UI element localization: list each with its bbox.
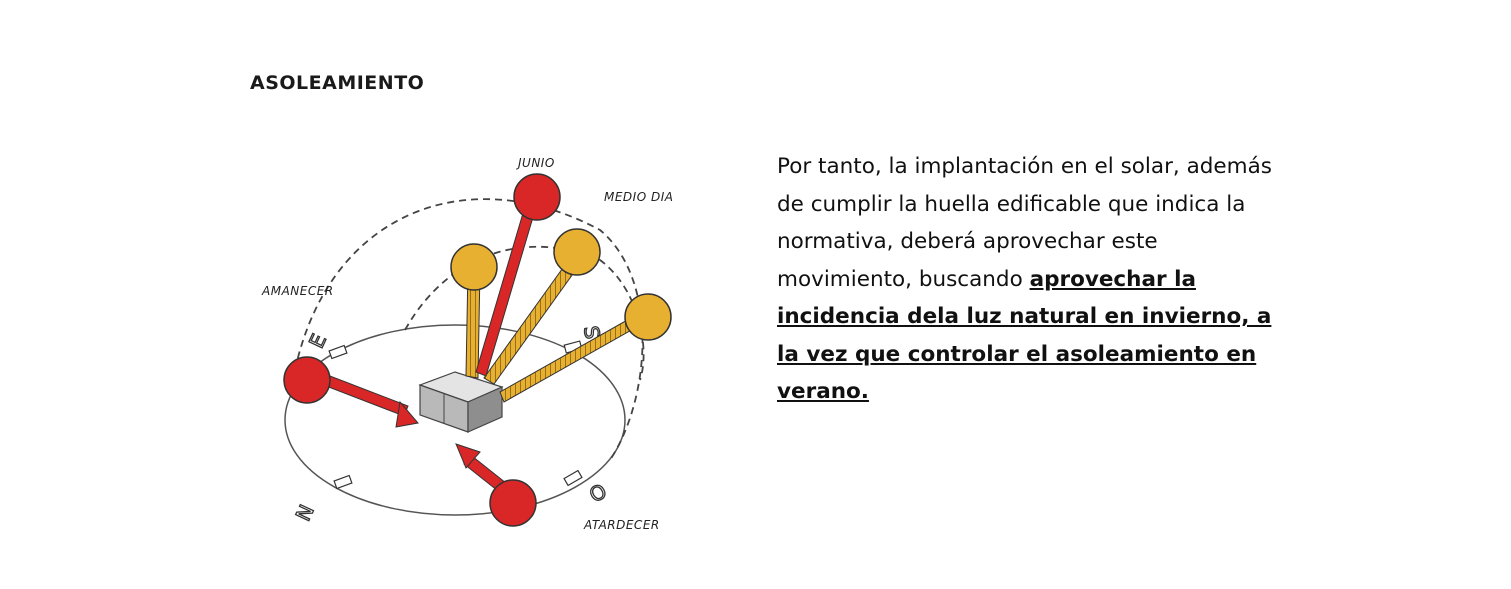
winter-sun-low [624, 293, 672, 341]
label-atardecer: ATARDECER [583, 518, 660, 532]
section-title: ASOLEAMIENTO [250, 72, 425, 94]
paragraph-plain-text: Por tanto, la implantación en el solar, … [777, 154, 1272, 292]
label-medio-dia: MEDIO DIA [604, 190, 673, 204]
summer-arrowhead-sunrise [395, 400, 419, 428]
description-paragraph: Por tanto, la implantación en el solar, … [777, 148, 1297, 411]
svg-text:N: N [291, 501, 319, 525]
summer-ray-sunrise [325, 375, 409, 417]
svg-text:O: O [585, 479, 611, 508]
summer-sun-sunrise [283, 356, 331, 404]
svg-text:E: E [304, 330, 331, 352]
north-marker: N [290, 474, 353, 525]
summer-sun-junio [513, 173, 561, 221]
winter-sun-arc [404, 245, 645, 381]
label-junio: JUNIO [516, 156, 555, 170]
winter-sun-noon [553, 228, 601, 276]
ground-ellipse [284, 324, 626, 516]
sun-path-diagram: E S N O [240, 140, 700, 550]
paragraph-emphasis-text: aprovechar la incidencia dela luz natura… [777, 266, 1272, 405]
winter-sun-high [450, 243, 498, 291]
summer-sun-arc [294, 198, 644, 461]
label-amanecer: AMANECER [261, 284, 334, 298]
summer-sun-sunset [489, 479, 537, 527]
summer-arrowhead-sunset [455, 443, 481, 469]
east-marker: E [303, 329, 348, 360]
building-block [418, 371, 504, 433]
